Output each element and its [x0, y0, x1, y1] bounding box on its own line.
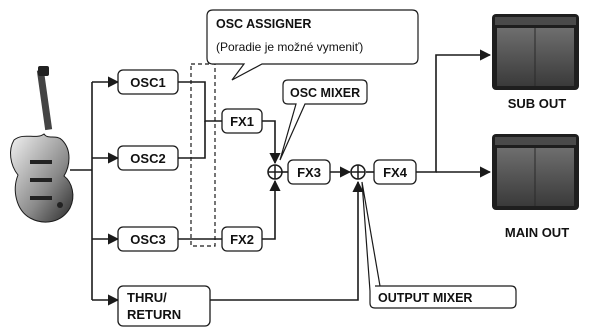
osc1-block: OSC1: [117, 69, 179, 95]
output-mixer-sum-icon: [350, 164, 366, 180]
main-out-amplifier-icon: [492, 134, 579, 210]
osc2-label: OSC2: [130, 151, 165, 166]
thru-return-block: THRU/ RETURN: [117, 285, 211, 327]
fx1-label: FX1: [230, 114, 254, 129]
output-mixer-callout: OUTPUT MIXER: [361, 181, 517, 309]
input-routing-lines: [70, 76, 120, 306]
osc-assigner-title: OSC ASSIGNER: [216, 17, 311, 31]
osc-assigner-region: [190, 63, 216, 247]
osc-assigner-note: (Poradie je možné vymeniť): [216, 40, 363, 54]
osc2-block: OSC2: [117, 145, 179, 171]
fx4-label: FX4: [383, 165, 408, 180]
osc-mixer-label: OSC MIXER: [290, 86, 360, 100]
osc1-label: OSC1: [130, 75, 165, 90]
fx1-block: FX1: [221, 108, 263, 134]
fx4-block: FX4: [373, 159, 417, 185]
osc-assigner-callout: OSC ASSIGNER (Poradie je možné vymeniť): [206, 9, 419, 81]
osc3-label: OSC3: [130, 232, 165, 247]
osc3-block: OSC3: [117, 226, 179, 252]
thru-return-label-line2: RETURN: [127, 307, 181, 322]
osc-assigner-routing-lines: [178, 81, 222, 240]
sub-out-label: SUB OUT: [508, 96, 567, 111]
sub-out-amplifier-icon: [492, 14, 579, 90]
osc-mixer-sum-icon: [267, 164, 283, 180]
fx3-label: FX3: [297, 165, 321, 180]
thru-return-label-line1: THRU/: [127, 290, 167, 305]
fx4-to-outputs-lines: [416, 49, 492, 178]
output-mixer-label: OUTPUT MIXER: [378, 291, 472, 305]
fx2-label: FX2: [230, 232, 254, 247]
osc-mixer-callout: OSC MIXER: [279, 79, 368, 161]
main-out-label: MAIN OUT: [505, 225, 569, 240]
fx-to-osc-mixer-lines: [210, 120, 374, 301]
fx3-block: FX3: [287, 159, 331, 185]
fx2-block: FX2: [221, 226, 263, 252]
electric-guitar-icon: [10, 66, 74, 223]
